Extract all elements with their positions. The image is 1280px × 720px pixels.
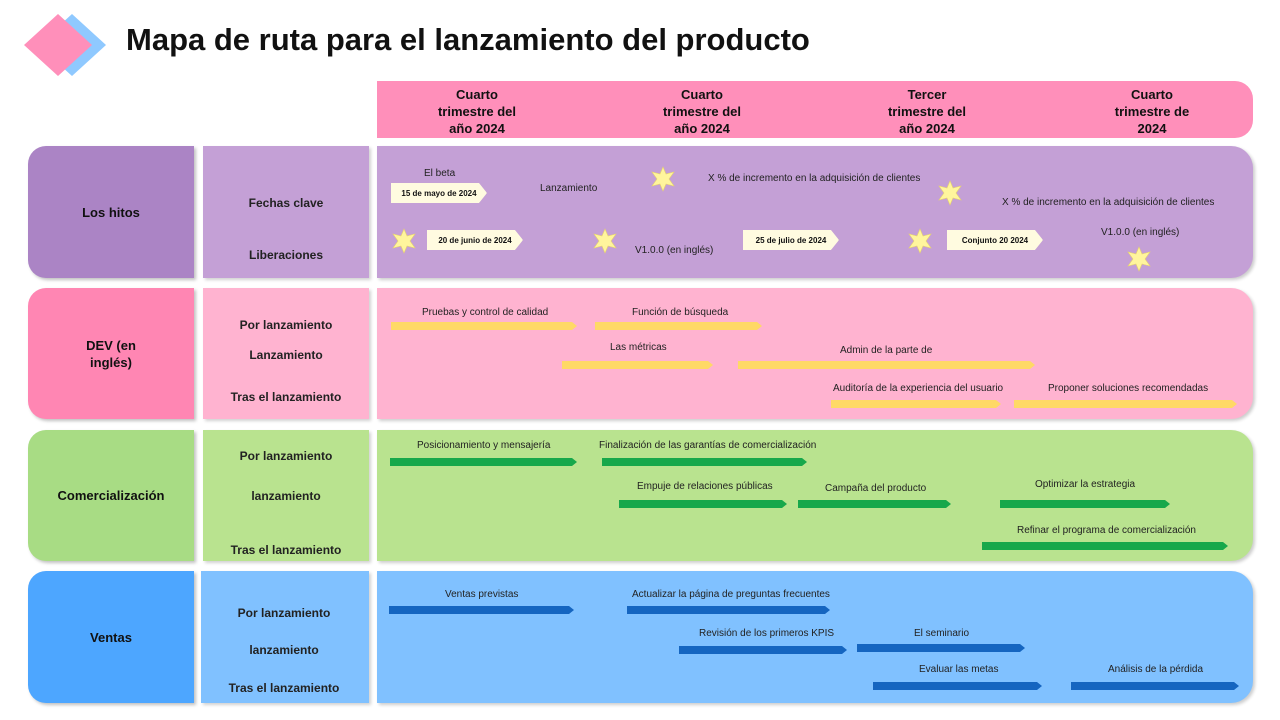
task-label-auditoria: Auditoría de la experiencia del usuario xyxy=(833,383,1004,394)
sublabel-ventas-por-lanzamiento: Por lanzamiento xyxy=(237,606,331,620)
quarter-label-1: Cuarto trimestre del año 2024 xyxy=(437,87,517,136)
sublabel-fechas-clave: Fechas clave xyxy=(248,196,324,210)
sublabel-panel-ventas xyxy=(201,571,369,703)
logo-diamonds-icon xyxy=(24,14,106,76)
task-bar-seminario xyxy=(857,644,1025,652)
content-panel-ventas xyxy=(377,571,1253,703)
task-label-metricas: Las métricas xyxy=(610,342,667,353)
milestone-text-lanzamiento: Lanzamiento xyxy=(540,183,598,194)
task-bar-campana xyxy=(798,500,951,508)
task-bar-perdida xyxy=(1071,682,1239,690)
task-label-evaluar: Evaluar las metas xyxy=(919,664,999,675)
task-label-seminario: El seminario xyxy=(914,628,970,639)
content-panel-comercializacion xyxy=(377,430,1253,561)
date-tag-20-junio: 20 de junio de 2024 xyxy=(427,230,523,250)
sublabel-panel-dev xyxy=(203,288,369,419)
task-bar-pruebas xyxy=(391,322,577,330)
sublabel-dev-tras-lanzamiento: Tras el lanzamiento xyxy=(230,390,342,404)
task-label-busqueda: Función de búsqueda xyxy=(632,307,729,318)
quarter-label-4: Cuarto trimestre de 2024 xyxy=(1114,87,1190,136)
quarter-header-bar xyxy=(377,81,1253,138)
date-tag-15-mayo: 15 de mayo de 2024 xyxy=(391,183,487,203)
task-bar-proponer xyxy=(1014,400,1237,408)
task-bar-ventas-previstas xyxy=(389,606,574,614)
task-bar-relaciones xyxy=(619,500,787,508)
task-bar-auditoria xyxy=(831,400,1001,408)
task-label-admin: Admin de la parte de xyxy=(840,345,933,356)
milestone-text-version-1: V1.0.0 (en inglés) xyxy=(635,245,714,256)
date-tag-25-julio: 25 de julio de 2024 xyxy=(743,230,839,250)
star-icon xyxy=(938,180,962,206)
date-tag-conjunto: Conjunto 20 2024 xyxy=(947,230,1043,250)
quarter-label-2: Cuarto trimestre del año 2024 xyxy=(662,87,742,136)
task-label-kpis: Revisión de los primeros KPIS xyxy=(699,628,835,639)
milestone-text-incremento-2: X % de incremento en la adquisición de c… xyxy=(1002,197,1215,208)
sublabel-com-por-lanzamiento: Por lanzamiento xyxy=(239,449,333,463)
sublabel-ventas-tras-lanzamiento: Tras el lanzamiento xyxy=(228,681,340,695)
task-bar-garantias xyxy=(602,458,807,466)
sublabel-dev-por-lanzamiento: Por lanzamiento xyxy=(239,318,333,332)
task-label-ventas-previstas: Ventas previstas xyxy=(445,589,519,600)
task-bar-busqueda xyxy=(595,322,762,330)
task-label-optimizar: Optimizar la estrategia xyxy=(1035,479,1136,490)
task-bar-actualizar xyxy=(627,606,830,614)
star-icon xyxy=(651,166,675,192)
task-label-perdida: Análisis de la pérdida xyxy=(1108,664,1204,675)
task-bar-metricas xyxy=(562,361,713,369)
row-label-dev: DEV (en inglés) xyxy=(28,288,194,419)
milestone-text-beta: El beta xyxy=(424,168,456,179)
task-label-proponer: Proponer soluciones recomendadas xyxy=(1048,383,1209,394)
sublabel-dev-lanzamiento: Lanzamiento xyxy=(249,348,323,362)
sublabel-ventas-lanzamiento: lanzamiento xyxy=(249,643,319,657)
task-label-posicionamiento: Posicionamiento y mensajería xyxy=(417,440,551,451)
sublabel-com-lanzamiento: lanzamiento xyxy=(251,489,321,503)
content-panel-hitos xyxy=(377,146,1253,278)
content-panel-dev xyxy=(377,288,1253,419)
sublabel-com-tras-lanzamiento: Tras el lanzamiento xyxy=(230,543,342,557)
sublabel-liberaciones: Liberaciones xyxy=(248,248,324,262)
task-label-garantias: Finalización de las garantías de comerci… xyxy=(599,440,817,451)
task-bar-optimizar xyxy=(1000,500,1170,508)
task-label-refinar: Refinar el programa de comercialización xyxy=(1017,525,1196,536)
task-bar-posicionamiento xyxy=(390,458,577,466)
quarter-label-3: Tercer trimestre del año 2024 xyxy=(887,87,967,136)
page-title: Mapa de ruta para el lanzamiento del pro… xyxy=(126,22,810,57)
task-bar-evaluar xyxy=(873,682,1042,690)
task-bar-refinar xyxy=(982,542,1228,550)
star-icon xyxy=(392,228,416,254)
sublabel-panel-hitos xyxy=(203,146,369,278)
milestone-text-version-2: V1.0.0 (en inglés) xyxy=(1101,227,1180,238)
task-label-actualizar: Actualizar la página de preguntas frecue… xyxy=(632,589,830,600)
task-label-relaciones: Empuje de relaciones públicas xyxy=(637,481,773,492)
star-icon xyxy=(908,228,932,254)
task-label-campana: Campaña del producto xyxy=(825,483,927,494)
task-bar-admin xyxy=(738,361,1035,369)
task-bar-kpis xyxy=(679,646,847,654)
star-icon xyxy=(1127,246,1151,272)
row-label-comercializacion: Comercialización xyxy=(28,430,194,561)
row-label-ventas: Ventas xyxy=(28,571,194,703)
star-icon xyxy=(593,228,617,254)
milestone-text-incremento-1: X % de incremento en la adquisición de c… xyxy=(708,173,921,184)
sublabel-panel-comercializacion xyxy=(203,430,369,561)
task-label-pruebas: Pruebas y control de calidad xyxy=(422,307,549,318)
row-label-hitos: Los hitos xyxy=(28,146,194,278)
